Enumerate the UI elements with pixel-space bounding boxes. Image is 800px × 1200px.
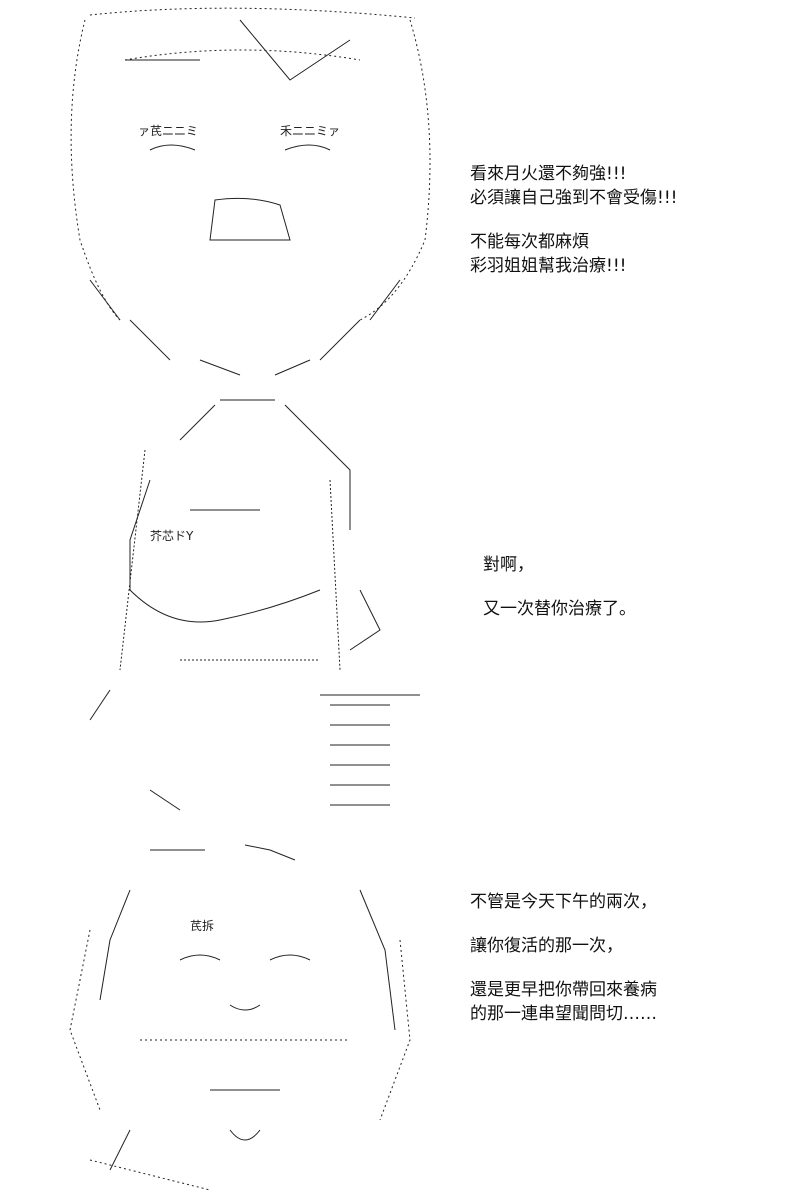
ascii-art-girl-shocked: ァ芪ニニミ 禾ニニミァ — [30, 0, 450, 390]
eye-glyph-right: 禾ニニミァ — [280, 124, 340, 138]
dialogue-line: 的那一連串望聞問切…… — [470, 1004, 657, 1024]
eye-glyph: 芪拆 — [190, 918, 214, 933]
ascii-art-figure: ァ芪ニニミ 禾ニニミァ — [70, 7, 431, 376]
dialogue-1: 看來月火還不夠強!!! 必須讓自己強到不會受傷!!! 不能每次都麻煩 彩羽姐姐幫… — [470, 162, 677, 278]
dialogue-2: 對啊， 又一次替你治療了。 — [483, 553, 636, 621]
panel-3: 芪拆 不管是今天下午的兩次， 讓你復活的那一次， 還是更早把你帶回來養病 的那一… — [0, 830, 800, 1200]
ascii-art-figure: 芪拆 — [69, 844, 411, 1191]
eye-glyph: 芥芯ドY — [150, 529, 194, 543]
dialogue-line: 看來月火還不夠強!!! — [470, 164, 627, 184]
dialogue-line: 彩羽姐姐幫我治療!!! — [470, 256, 627, 276]
ascii-art-girl-nurse: 芥芯ドY — [30, 390, 450, 830]
ascii-art-figure: 芥芯ドY — [89, 399, 420, 811]
dialogue-line: 對啊， — [483, 555, 534, 575]
eye-glyph-left: ァ芪ニニミ — [138, 124, 198, 138]
dialogue-line: 必須讓自己強到不會受傷!!! — [470, 188, 678, 208]
panel-1: ァ芪ニニミ 禾ニニミァ 看來月火還不夠強!!! 必須讓自己強到不會受傷!!! 不… — [0, 0, 800, 390]
dialogue-line: 又一次替你治療了。 — [483, 599, 636, 619]
ascii-art-girl-smiling: 芪拆 — [30, 830, 450, 1200]
panel-2: 芥芯ドY 對啊， 又一次替你治療了。 — [0, 390, 800, 830]
dialogue-3: 不管是今天下午的兩次， 讓你復活的那一次， 還是更早把你帶回來養病 的那一連串望… — [470, 890, 657, 1026]
dialogue-line: 不能每次都麻煩 — [470, 232, 589, 252]
dialogue-line: 還是更早把你帶回來養病 — [470, 980, 657, 1000]
dialogue-line: 讓你復活的那一次， — [470, 936, 623, 956]
dialogue-line: 不管是今天下午的兩次， — [470, 892, 657, 912]
